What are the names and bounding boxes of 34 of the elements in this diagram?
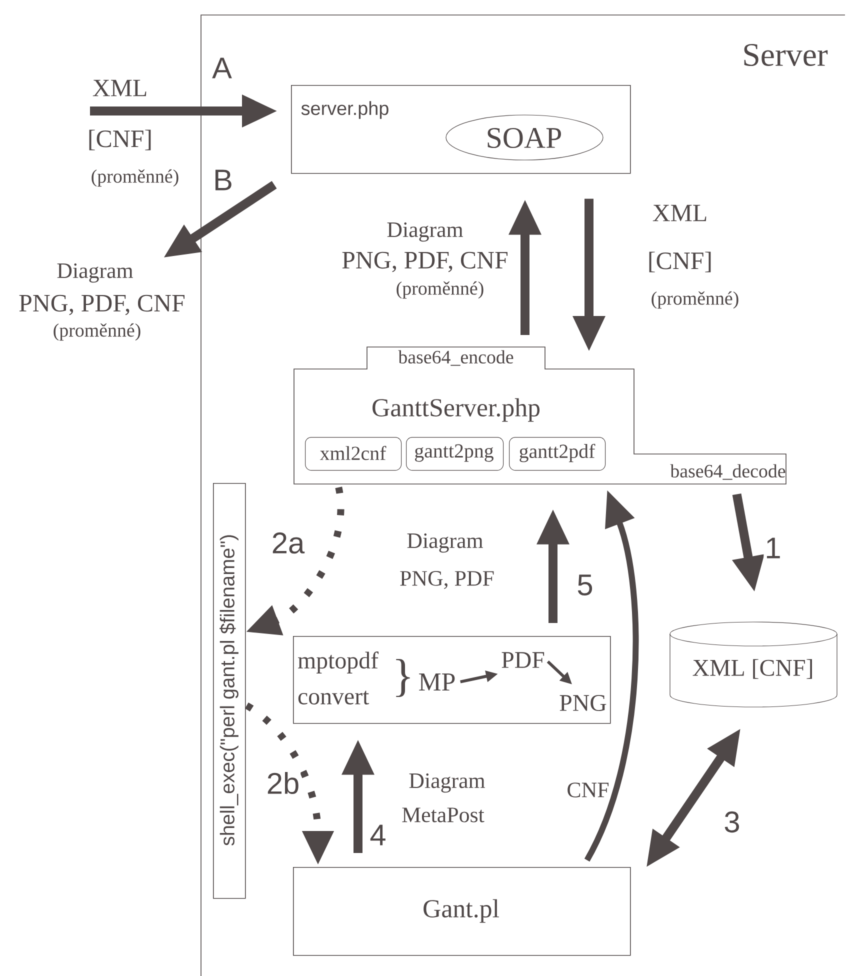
database-cylinder: XML [CNF] [670,622,838,708]
flow-label: [CNF] [89,130,151,150]
flow-label: Diagram [409,773,485,793]
flow-label: (proměnné) [652,291,738,309]
format-text: PNG [560,694,606,712]
format-text: MP [419,674,455,690]
edge-label: 4 [368,824,388,846]
flow-label: PNG, PDF, CNF [342,252,508,272]
format-text: PDF [502,652,544,668]
function-box: gantt2pdf [509,437,606,471]
flow-label: (proměnné) [396,281,484,299]
flow-label: (proměnné) [92,169,178,187]
flow-label: Diagram [387,222,463,242]
flow-label: [CNF] [649,252,711,272]
node-label: XML [CNF] [692,659,812,679]
edge-label: 2b [265,771,301,795]
function-box: gantt2png [406,437,504,471]
edge-label: B [212,168,234,192]
edge-label: 1 [764,536,782,560]
edge-label: A [211,56,233,80]
script-box: Gant.pl [293,867,631,956]
flow-label: XML [92,80,146,96]
edge-label: 2a [270,531,306,555]
command-box: shell_exec("perl gant.pl $filename") [213,483,246,899]
flow-label: XML [652,204,706,222]
edge-label: 5 [576,574,594,596]
brace: } [396,659,410,697]
edge-label: 3 [722,810,742,834]
flow-label: MetaPost [402,808,484,822]
output-text: Diagram PNG, PDF, CNF (proměnné) [19,263,184,341]
function-box: xml2cnf [305,437,402,471]
flow-label: PNG, PDF [400,571,494,589]
flow-label: Diagram [407,533,483,553]
edge-label: CNF [566,782,610,798]
